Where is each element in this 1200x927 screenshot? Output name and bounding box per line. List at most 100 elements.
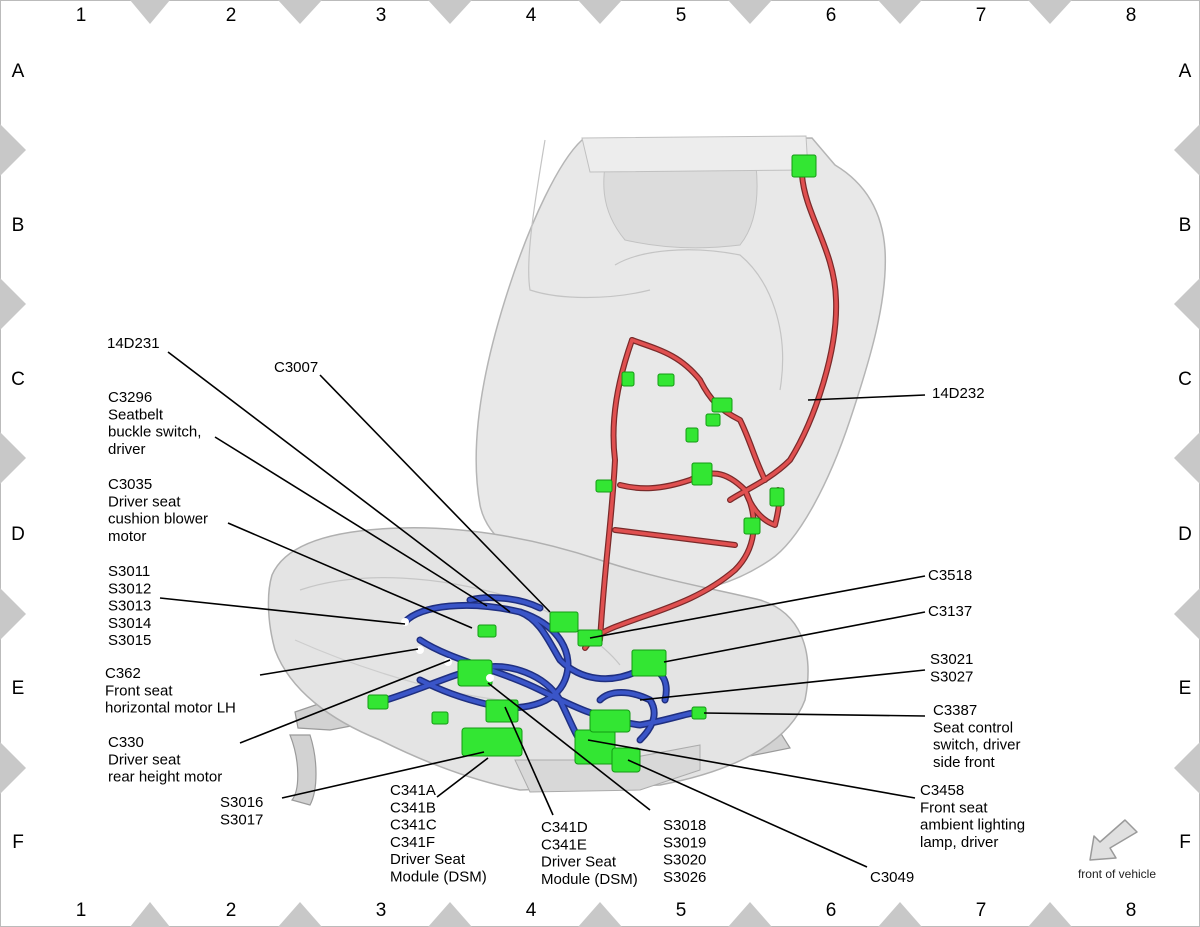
callout-line: C341D: [541, 819, 588, 836]
leader-lines: [159, 351, 926, 868]
callout-line: S3012: [108, 580, 151, 597]
callout-line: Module (DSM): [541, 871, 638, 888]
callout-line: S3017: [220, 811, 263, 828]
callout-line: lamp, driver: [920, 834, 998, 851]
connector-c3137: [631, 649, 667, 677]
callout-line: Front seat: [105, 682, 173, 699]
column-label: 4: [526, 5, 537, 26]
connector-back-7: [595, 479, 613, 493]
connector-c362: [457, 659, 493, 687]
callout-line: S3018: [663, 817, 706, 834]
label-c3007: C3007: [274, 359, 318, 376]
column-label: 1: [76, 900, 87, 921]
connector-c3035: [477, 624, 497, 638]
row-label: D: [11, 524, 25, 545]
row-label: B: [1179, 215, 1192, 236]
connector-back-2: [657, 373, 675, 387]
column-label: 3: [376, 5, 387, 26]
row-label: F: [12, 832, 24, 853]
label-14d232: 14D232: [932, 385, 985, 402]
label-c3049: C3049: [870, 869, 914, 886]
row-label: C: [1178, 369, 1192, 390]
row-label: A: [12, 61, 25, 82]
connector-back-9: [743, 517, 761, 535]
row-label: F: [1179, 832, 1191, 853]
row-label: B: [12, 215, 25, 236]
column-label: 2: [226, 900, 237, 921]
callout-line: 14D232: [932, 385, 985, 402]
arrow-down-left-icon: [1089, 819, 1138, 861]
callout-line: C330: [108, 734, 144, 751]
connector-back-8: [769, 487, 785, 507]
column-label: 3: [376, 900, 387, 921]
connector-c330: [367, 694, 389, 710]
row-label: E: [1179, 678, 1192, 699]
callout-line: C341F: [390, 834, 435, 851]
label-14d231: 14D231: [107, 335, 160, 352]
callout-line: motor: [108, 528, 146, 545]
row-label: A: [1179, 61, 1192, 82]
callout-line: S3027: [930, 668, 973, 685]
column-label: 2: [226, 5, 237, 26]
callout-line: Driver seat: [108, 751, 181, 768]
seat-cushion: [267, 527, 809, 791]
grid-column-labels-top: 1 2 3 4 5 6 7 8: [76, 5, 1137, 26]
callout-line: S3013: [108, 598, 151, 615]
callout-line: Module (DSM): [390, 869, 487, 886]
callout-line: S3011: [108, 563, 150, 580]
label-c3137: C3137: [928, 603, 972, 620]
column-label: 6: [826, 900, 837, 921]
row-label: C: [11, 369, 25, 390]
column-label: 7: [976, 5, 987, 26]
column-label: 4: [526, 900, 537, 921]
connector-c3007: [549, 611, 579, 633]
callout-line: S3026: [663, 869, 706, 886]
callout-line: Driver seat: [108, 493, 181, 510]
callout-line: Seat control: [933, 719, 1013, 736]
column-label: 5: [676, 5, 687, 26]
column-label: 6: [826, 5, 837, 26]
connector-headrest: [791, 154, 817, 178]
callout-line: C341A: [390, 782, 436, 799]
callout-line: S3019: [663, 834, 706, 851]
callout-line: side front: [933, 754, 996, 771]
callout-line: S3021: [930, 651, 973, 668]
connector-back-5: [685, 427, 699, 443]
row-label: D: [1178, 524, 1192, 545]
callout-line: buckle switch,: [108, 424, 201, 441]
connector-c341: [461, 727, 523, 757]
connector-s3016: [431, 711, 449, 725]
callout-line: 14D231: [107, 335, 160, 352]
callout-line: rear height motor: [108, 769, 222, 786]
callout-line: S3015: [108, 632, 151, 649]
connector-c3387: [691, 706, 707, 720]
column-label: 5: [676, 900, 687, 921]
connector-back-1: [621, 371, 635, 387]
label-c3518: C3518: [928, 567, 972, 584]
callout-line: C341C: [390, 817, 437, 834]
connector-back-4: [705, 413, 721, 427]
connector-c3458: [574, 729, 616, 765]
row-label: E: [12, 678, 25, 699]
callout-line: horizontal motor LH: [105, 700, 236, 717]
grid-row-labels-right: A B C D E F: [1178, 61, 1192, 853]
callout-line: Driver Seat: [390, 851, 466, 868]
connector-back-6: [691, 462, 713, 486]
callout-line: S3020: [663, 852, 706, 869]
callout-line: C341B: [390, 799, 436, 816]
callout-line: C3035: [108, 476, 152, 493]
callout-line: Front seat: [920, 799, 988, 816]
callout-line: C362: [105, 665, 141, 682]
